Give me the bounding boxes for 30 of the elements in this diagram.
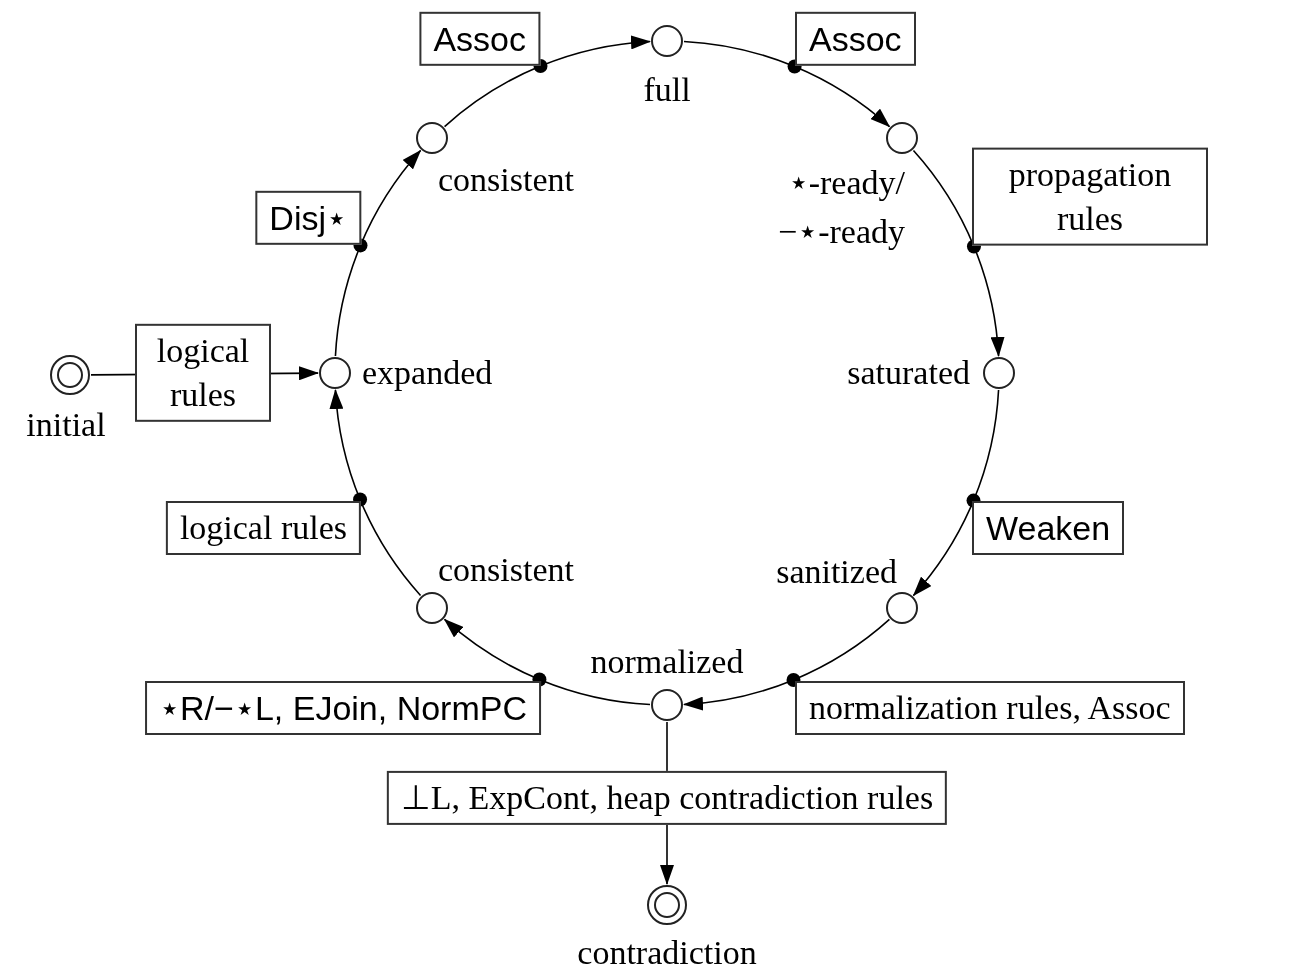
arrow: [443, 618, 651, 706]
state-label: contradiction: [577, 933, 757, 971]
arrow: [683, 40, 891, 128]
double-circle-state: [50, 355, 90, 395]
rule-label: logical rules: [165, 501, 361, 556]
rule-label: Assoc: [419, 11, 540, 66]
double-circle-state: [647, 885, 687, 925]
arrow: [334, 149, 422, 357]
state-label: initial: [26, 405, 106, 446]
state-label: consistent: [438, 160, 574, 201]
rule-label: propagation rules: [972, 147, 1208, 246]
state-label: normalized: [590, 642, 744, 683]
arrow: [443, 36, 651, 128]
arrow: [330, 389, 422, 597]
rule-label: Assoc: [795, 11, 916, 66]
rule-label: ⋆R/−⋆L, EJoin, NormPC: [145, 681, 541, 736]
arrow: [683, 618, 891, 710]
state-label: ⋆-ready/ −⋆-ready: [777, 162, 905, 252]
rule-label: ⊥L, ExpCont, heap contradiction rules: [386, 770, 948, 826]
state-label: saturated: [847, 353, 970, 394]
state-label: sanitized: [776, 552, 897, 593]
state-label: expanded: [362, 353, 493, 394]
rule-label: Disj⋆: [255, 190, 361, 245]
arrow: [912, 149, 1004, 357]
rule-label: normalization rules, Assoc: [795, 681, 1185, 736]
state-label: full: [643, 70, 691, 111]
rule-label: logical rules: [135, 323, 271, 423]
state-label: consistent: [438, 550, 574, 591]
arrow: [912, 389, 1000, 597]
rule-label: Weaken: [972, 501, 1125, 556]
